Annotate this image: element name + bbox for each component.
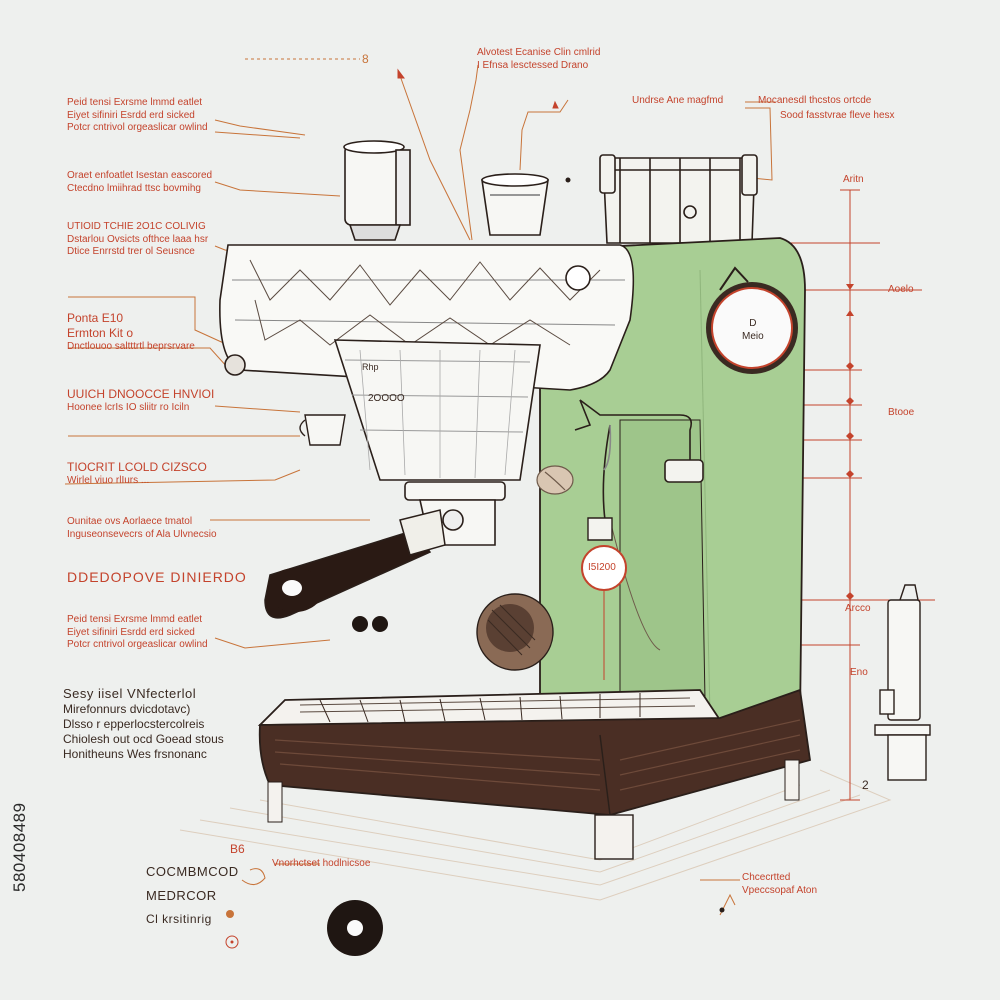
bottom-b6-label: B6 (230, 842, 245, 857)
annotation-line: Dstarlou Ovsicts ofthce laaa hsr (67, 233, 209, 245)
annotation-line: Undrse Ane magfmd (632, 95, 724, 106)
annotation-line: Eiyet sifiniri Esrdd erd sicked (67, 626, 195, 638)
annotation-line: Dnctlouoo saltttrtl beprsrvare (67, 341, 195, 352)
left-leader-lines (64, 119, 370, 649)
top-dash-label: 8 (362, 52, 369, 67)
bottom-left-annotation: COCMBMCOD MEDRCOR Cl krsitinrig (146, 860, 239, 930)
bottom-leader-lines (241, 863, 740, 916)
top-canister (343, 140, 411, 241)
annotation-line: Peid tensi Exrsme lmmd eatlet (67, 97, 203, 108)
right-label-2: Btooe (888, 407, 914, 420)
annotation-line: Eno (850, 667, 868, 678)
annotation-line: Btooe (888, 407, 915, 418)
annotation-line: Mirefonnurs dvicdotavc) (63, 702, 191, 717)
right-label-5: 2 (862, 778, 869, 793)
floor-shadow (179, 769, 892, 901)
annotation-line: Inguseonsevecrs of Ala Ulvnecsio (67, 528, 217, 540)
annotation-line: Chiolesh out ocd Goead stous (63, 732, 224, 747)
control-knob-icon (476, 593, 554, 671)
annotation-line: Dlsso r epperlocstercolreis (63, 717, 205, 732)
annotation-line: Honitheuns Wes frsnonanc (63, 747, 207, 762)
annotation-line: B6 (230, 842, 245, 856)
right-label-1: Aoelo (888, 284, 914, 297)
left-annotation-g: Ounitae ovs Aorlaece tmatol Inguseonseve… (67, 516, 217, 541)
annotation-line: Sesy iisel VNfecterlol (63, 686, 197, 701)
bottom-marker-dots (225, 177, 725, 956)
water-dial (581, 517, 627, 680)
left-annotation-j: Sesy iisel VNfecterlol Mirefonnurs dvicd… (63, 686, 224, 762)
annotation-line: Potcr cntrivol orgeaslicar owlind (67, 639, 208, 650)
annotation-line: Sood fasstvrae fleve hesx (780, 109, 895, 121)
gauge-text-line: Meio (742, 330, 764, 342)
stock-id-text: 580408489 (10, 802, 29, 892)
annotation-line: Aritn (843, 174, 864, 185)
annotation-line: I Efnsa lesctessed Drano (477, 59, 589, 71)
left-annotation-i: Peid tensi Exrsme lmmd eatlet Eiyet sifi… (67, 614, 208, 652)
annotation-line: Potcr cntrivol orgeaslicar owlind (67, 122, 208, 133)
right-label-4: Eno (850, 667, 868, 680)
top-center-annotation: Alvotest Ecanise Clin cmlrid I Efnsa les… (477, 47, 600, 72)
left-annotation-a: Peid tensi Exrsme lmmd eatlet Eiyet sifi… (67, 97, 208, 135)
group-head-text-2: Rhp (362, 362, 379, 373)
dial-face-text: I5I200 (588, 562, 616, 575)
annotation-line: Alvotest Ecanise Clin cmlrid (477, 47, 601, 58)
annotation-line: Eiyet sifiniri Esrdd erd sicked (67, 109, 195, 121)
bottom-right-annotation: Chcecrtted Vpeccsopaf Aton (742, 872, 817, 897)
annotation-line: Ctecdno lmiihrad ttsc bovmihg (67, 182, 201, 194)
annotation-line: Dtice Enrrstd trer ol Seusnce (67, 246, 195, 257)
annotation-line: Cl krsitinrig (146, 912, 212, 927)
left-annotation-d: Ponta E10 Ermton Kit o Dnctlouoo saltttr… (67, 311, 195, 354)
annotation-line: Mocanesdl thcstos ortcde (757, 95, 872, 106)
annotation-line: Aoelo (888, 284, 914, 295)
portafilter-handle-icon (264, 509, 446, 632)
annotation-line: DDEDOPOVE DINIERDO (67, 569, 247, 585)
annotation-line: 2 (862, 778, 869, 792)
gauge-text-line: D (749, 318, 757, 329)
top-dash-text: 8 (362, 52, 369, 66)
left-annotation-h: DDEDOPOVE DINIERDO (67, 569, 247, 587)
annotation-line: Arcco (845, 603, 871, 614)
top-glass-cup (481, 173, 549, 236)
pressure-gauge-icon (706, 266, 798, 374)
machine-base (258, 688, 812, 860)
annotation-line: COCMBMCOD (146, 864, 239, 879)
group-text-line: 2OOOO (368, 393, 405, 404)
annotation-line: Vpeccsopaf Aton (742, 884, 818, 896)
annotation-line: Vnorhctset hodlnicsoe (272, 858, 371, 869)
annotation-line: UUICH DNOOCCE HNVIOI (67, 387, 215, 401)
right-top-label: Aritn (843, 174, 864, 187)
annotation-line: Oraet enfoatlet Isestan eascored (67, 170, 213, 181)
tamper-stand (874, 584, 931, 781)
dial-text-line: I5I200 (588, 562, 616, 573)
group-text-line: Rhp (362, 362, 379, 372)
left-annotation-b: Oraet enfoatlet Isestan eascored Ctecdno… (67, 170, 212, 195)
annotation-line: Wirlel viuo rlIurs ... (67, 475, 150, 486)
left-annotation-e: UUICH DNOOCCE HNVIOI Hoonee lcrIs IO sli… (67, 387, 214, 415)
left-annotation-c: UTIOID TCHIE 2O1C COLIVIG Dstarlou Ovsic… (67, 221, 208, 259)
annotation-line: Hoonee lcrIs IO sliitr ro Iciln (67, 402, 190, 413)
annotation-line: Ounitae ovs Aorlaece tmatol (67, 516, 193, 527)
gauge-face-text: D Meio (742, 318, 764, 343)
top-right-annotation: Undrse Ane magfmd Mocanesdl thcstos ortc… (632, 95, 895, 122)
right-label-3: Arcco (845, 603, 871, 616)
annotation-line: Chcecrtted (742, 872, 791, 883)
stock-id-watermark: 580408489 (10, 752, 32, 892)
espresso-cup-icon (299, 414, 346, 446)
annotation-line: TIOCRIT LCOLD CIZSCO (67, 460, 207, 474)
right-dimension-markers (846, 284, 854, 600)
group-head-text: 2OOOO (368, 393, 405, 406)
bottom-mid-annotation: Vnorhctset hodlnicsoe (272, 858, 370, 871)
top-leader-lines (245, 58, 775, 241)
annotation-line: Ermton Kit o (67, 326, 134, 340)
coffee-bean-sketch (536, 465, 574, 495)
annotation-line: Ponta E10 (67, 311, 124, 325)
left-annotation-f: TIOCRIT LCOLD CIZSCO Wirlel viuo rlIurs … (67, 460, 207, 488)
top-warming-rack (599, 154, 758, 244)
annotation-line: UTIOID TCHIE 2O1C COLIVIG (67, 221, 206, 232)
annotation-line: Peid tensi Exrsme lmmd eatlet (67, 614, 203, 625)
top-red-markers (397, 68, 559, 109)
annotation-line: MEDRCOR (146, 888, 217, 904)
